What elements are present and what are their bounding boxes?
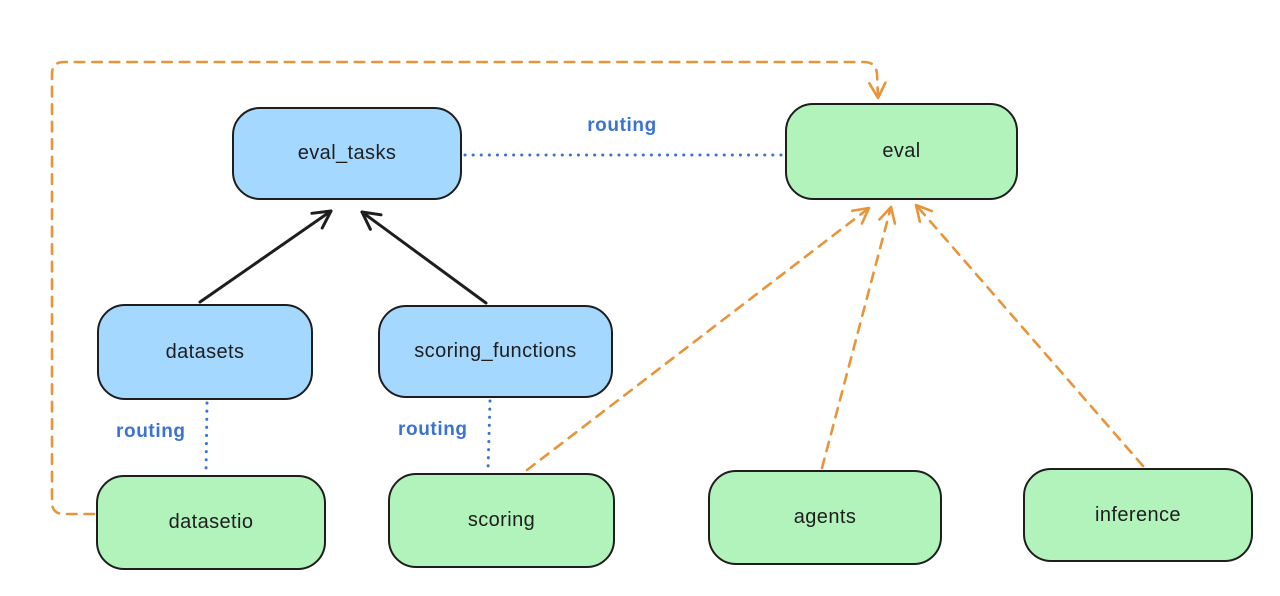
edge-datasets-to-datasetio xyxy=(204,401,209,474)
node-eval: eval xyxy=(785,103,1018,200)
edge-agents-to-eval xyxy=(820,205,897,470)
node-scoring: scoring xyxy=(388,473,615,568)
node-eval-tasks: eval_tasks xyxy=(232,107,462,200)
node-inference: inference xyxy=(1023,468,1253,562)
node-eval-label: eval xyxy=(882,140,921,162)
node-agents-label: agents xyxy=(793,506,857,528)
edge-label-routing-datasets: routing xyxy=(116,421,186,442)
edge-scoring-functions-to-eval-tasks xyxy=(360,210,488,305)
edge-inference-to-eval xyxy=(914,203,1145,468)
node-datasets-label: datasets xyxy=(165,340,245,363)
node-inference-label: inference xyxy=(1095,503,1181,526)
node-eval-tasks-label: eval_tasks xyxy=(297,142,397,164)
edge-scoring-functions-to-scoring xyxy=(486,399,492,472)
node-datasets: datasets xyxy=(97,304,313,400)
edge-scoring-to-eval xyxy=(525,206,871,472)
node-agents: agents xyxy=(708,470,942,565)
edge-label-routing-top: routing xyxy=(587,115,657,136)
edge-label-routing-scoring: routing xyxy=(398,419,468,440)
node-scoring-functions-label: scoring_functions xyxy=(414,340,577,362)
node-scoring-functions: scoring_functions xyxy=(378,305,613,398)
node-datasetio: datasetio xyxy=(96,475,326,570)
edge-datasetio-to-eval xyxy=(50,60,887,516)
node-scoring-label: scoring xyxy=(467,509,536,531)
node-datasetio-label: datasetio xyxy=(168,511,254,533)
edge-datasets-to-eval-tasks xyxy=(198,209,333,304)
